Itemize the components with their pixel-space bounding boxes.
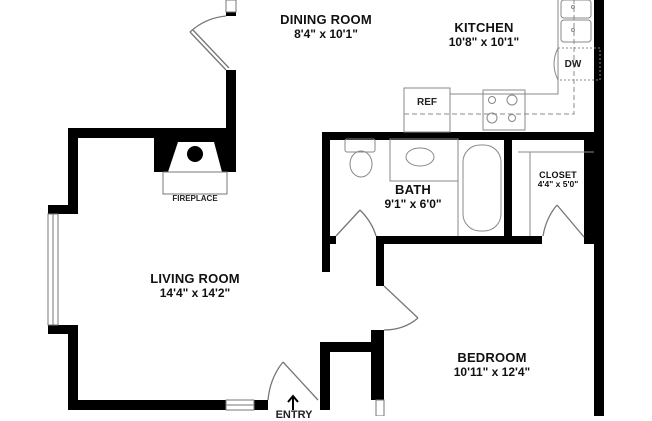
room-name: CLOSET [539, 170, 577, 180]
fireplace-icon [162, 142, 228, 195]
room-name: KITCHEN [454, 20, 514, 35]
entry-arrow-icon [287, 394, 299, 410]
doors [189, 15, 585, 401]
room-dimensions: 4'4" x 5'0" [537, 179, 579, 190]
refrigerator-label: REF [417, 97, 437, 108]
room-dimensions: 10'8" x 10'1" [448, 34, 520, 49]
room-label-bath: BATH 9'1" x 6'0" [384, 182, 442, 212]
room-label-kitchen: KITCHEN 10'8" x 10'1" [448, 20, 520, 50]
room-name: DINING ROOM [280, 12, 372, 27]
windows [47, 0, 385, 416]
kitchen-counters [403, 0, 601, 133]
dishwasher-label: DW [564, 59, 582, 70]
room-name: BEDROOM [457, 350, 527, 365]
room-dimensions: 10'11" x 12'4" [453, 364, 531, 379]
entry-label: ENTRY [275, 409, 313, 421]
fireplace-label: FIREPLACE [172, 194, 218, 203]
room-name: BATH [395, 182, 431, 197]
room-label-bedroom: BEDROOM 10'11" x 12'4" [453, 350, 531, 380]
room-dimensions: 9'1" x 6'0" [384, 196, 442, 211]
room-label-dining: DINING ROOM 8'4" x 10'1" [280, 12, 372, 42]
room-dimensions: 8'4" x 10'1" [294, 26, 358, 41]
room-dimensions: 14'4" x 14'2" [159, 285, 231, 300]
room-name: LIVING ROOM [150, 271, 240, 286]
walls [48, 0, 604, 416]
bath-fixtures [344, 138, 594, 236]
room-label-living: LIVING ROOM 14'4" x 14'2" [150, 271, 240, 301]
room-label-closet: CLOSET 4'4" x 5'0" [538, 170, 578, 190]
